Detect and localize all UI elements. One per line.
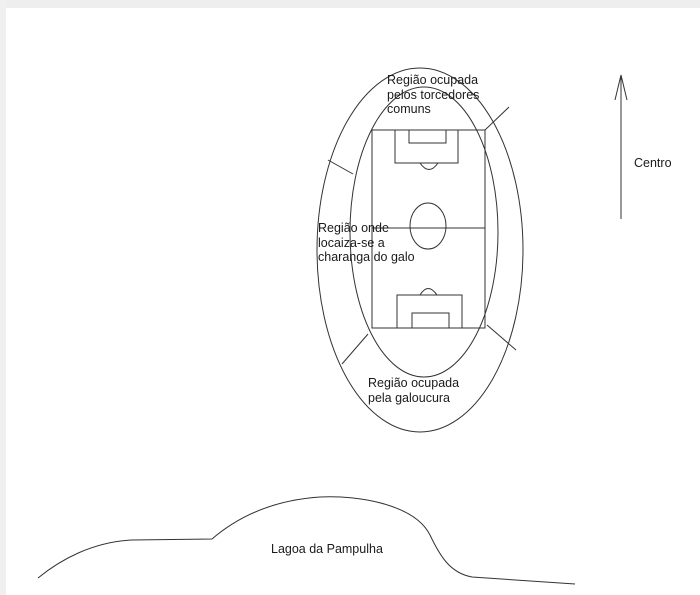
sector-divider-lower-right: [486, 324, 517, 351]
bottom-goal-box: [411, 312, 450, 329]
sector-divider-lower-left: [341, 333, 369, 365]
frame-top-border: [0, 0, 700, 8]
top-goal-box: [408, 129, 447, 144]
label-centro: Centro: [634, 156, 672, 170]
label-lagoa: Lagoa da Pampulha: [271, 542, 383, 556]
top-penalty-arc: [419, 162, 439, 170]
stadium-inner-ellipse: [349, 86, 499, 378]
lake-outline: [37, 496, 576, 585]
field-center-circle: [409, 202, 447, 250]
centro-arrow-head: [614, 74, 628, 101]
bottom-penalty-arc: [419, 288, 438, 296]
frame-left-border: [0, 0, 6, 595]
label-charanga: Região onde locaiza-se a charanga do gal…: [318, 221, 415, 264]
label-galoucura: Região ocupada pela galoucura: [368, 376, 460, 405]
sector-divider-upper-left: [327, 159, 354, 175]
bottom-penalty-area: [396, 294, 463, 329]
sector-divider-upper-right: [484, 106, 510, 131]
stadium-outer-ellipse: [316, 67, 524, 433]
top-penalty-area: [394, 129, 459, 164]
label-torcedores-comuns: Região ocupada pelos torcedores comuns: [387, 73, 480, 116]
